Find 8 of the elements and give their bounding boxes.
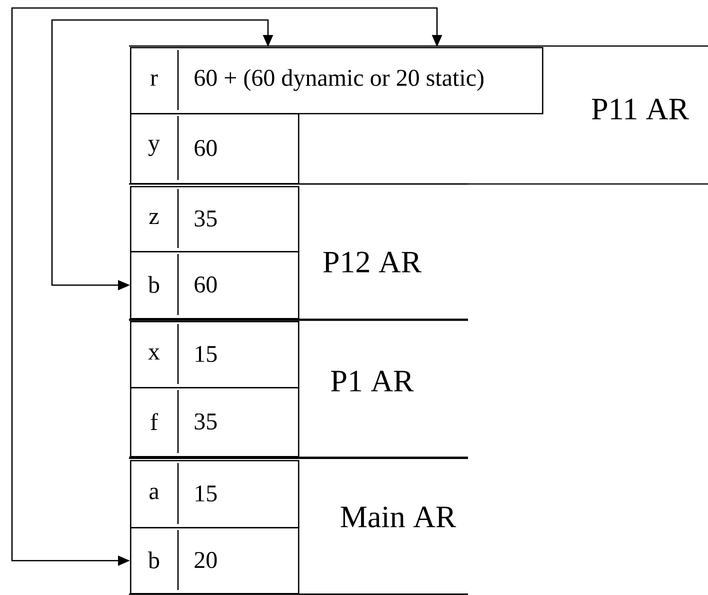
stack-cell-row: b 20 <box>130 527 300 594</box>
stack-cell-row: x 15 <box>130 321 300 388</box>
stack-cell-row: f 35 <box>130 387 300 458</box>
stack-cell-row: y 60 <box>130 113 300 184</box>
stack-cell-row: z 35 <box>130 186 300 252</box>
stack-cell-row: a 15 <box>130 460 300 528</box>
stack-cell-row: b 60 <box>130 251 300 320</box>
stack-cell-row: r 60 + (60 dynamic or 20 static) <box>130 47 544 114</box>
